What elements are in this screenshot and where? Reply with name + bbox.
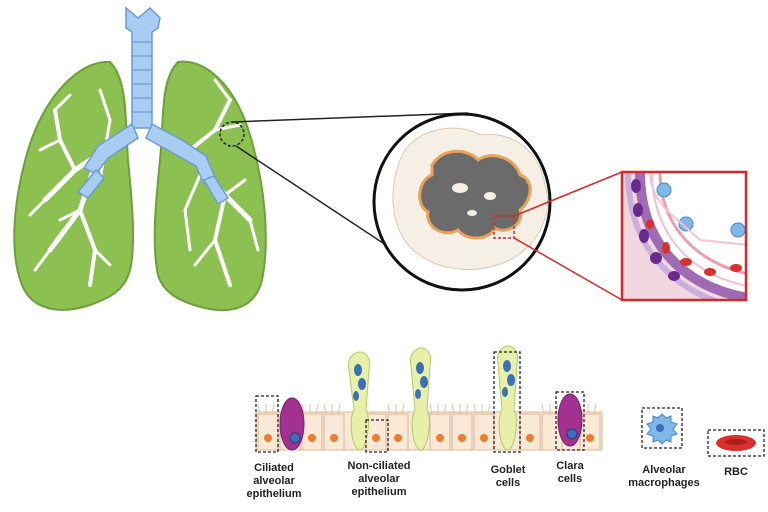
macrophage-legend	[641, 407, 683, 449]
label-alveolar-macrophages: Alveolar macrophages	[624, 464, 704, 490]
goblet-cell-3	[496, 345, 519, 451]
label-line: cells	[495, 477, 521, 489]
main-bronchi	[76, 122, 230, 206]
label-non-ciliated-alveolar-epithelium: Non-ciliated alveolar epithelium	[334, 460, 424, 499]
clara-cell-right	[557, 393, 583, 447]
cilia	[257, 403, 597, 415]
cell-nuclei	[264, 434, 594, 442]
label-line: Alveolar	[642, 464, 686, 476]
left-lung	[13, 60, 135, 311]
clara-box	[555, 391, 585, 451]
label-line: macrophages	[628, 477, 700, 489]
label-line: epithelium	[351, 486, 407, 498]
rbc-legend	[707, 429, 765, 457]
trachea	[125, 6, 161, 129]
label-rbc: RBC	[712, 466, 760, 479]
label-line: Non-ciliated	[347, 460, 411, 472]
capillary-detail-box	[620, 170, 748, 302]
alveolar-sac	[418, 149, 532, 240]
highlight-boxes	[255, 351, 585, 453]
lungs-illustration	[13, 6, 267, 312]
label-line: Goblet	[490, 464, 526, 476]
detail-rbcs	[646, 219, 742, 276]
epithelium-strip	[255, 345, 765, 457]
detail-zoom-lines	[513, 171, 623, 301]
label-line: RBC	[724, 466, 748, 478]
label-goblet-cells: Goblet cells	[480, 464, 536, 490]
label-line: Ciliated	[254, 462, 294, 474]
goblet-cell-2	[409, 347, 432, 451]
label-line: alveolar	[358, 473, 400, 485]
alveolus-magnified	[372, 112, 552, 292]
goblet-cell-1	[347, 351, 371, 451]
label-clara-cells: Clara cells	[546, 460, 594, 486]
label-line: cells	[557, 473, 583, 485]
epithelial-cells	[257, 413, 601, 451]
label-line: Clara	[556, 460, 584, 472]
non-ciliated-box	[365, 419, 389, 453]
label-line: epithelium	[246, 488, 302, 500]
goblet-box	[493, 351, 521, 453]
label-ciliated-alveolar-epithelium: Ciliated alveolar epithelium	[238, 462, 310, 501]
label-line: alveolar	[253, 475, 295, 487]
zoom-origin-box	[493, 215, 515, 239]
clara-cell-left	[279, 397, 305, 451]
ciliated-box	[255, 395, 279, 453]
